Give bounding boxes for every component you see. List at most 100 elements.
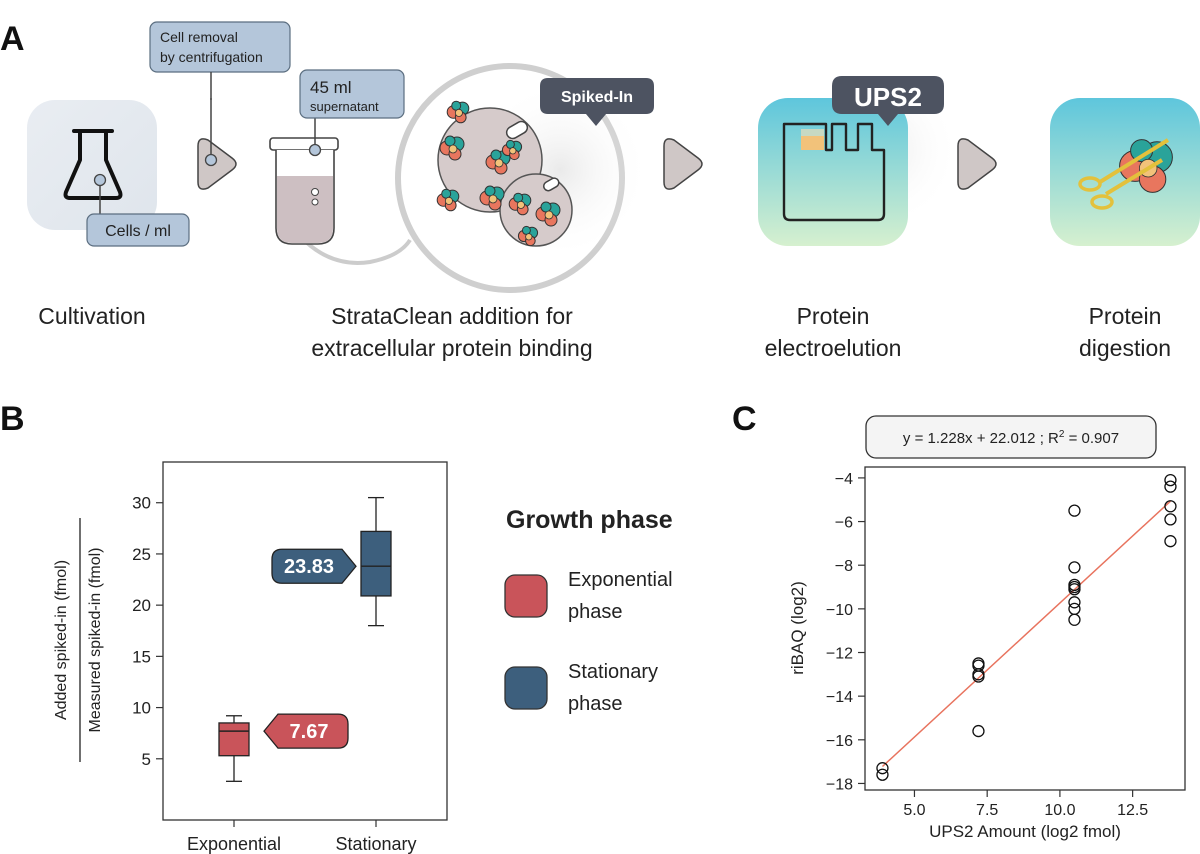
protein-cluster-icon xyxy=(517,225,539,247)
y-tick-label: −12 xyxy=(826,646,853,663)
protein-cluster-icon xyxy=(508,192,532,216)
legend-label-exponential-2: phase xyxy=(568,601,623,623)
cell-removal-line2: by centrifugation xyxy=(160,49,263,65)
panel-a-letter: A xyxy=(0,20,25,58)
step-caption-strataclean: StrataClean addition for extracellular p… xyxy=(311,303,592,361)
spiked-in-label: Spiked-In xyxy=(561,89,633,106)
y-tick-label: 25 xyxy=(132,545,151,564)
boxplot-x-axis: Exponential Stationary xyxy=(187,820,417,854)
scatter-y-label: riBAQ (log2) xyxy=(788,581,807,675)
regression-equation-box: y = 1.228x + 22.012 ; R2 = 0.907 xyxy=(865,415,1157,459)
y-tick-label: 15 xyxy=(132,647,151,666)
boxplot-frame xyxy=(162,461,448,821)
cell-removal-callout: Cell removal by centrifugation xyxy=(149,21,291,73)
ups2-label: UPS2 xyxy=(854,82,922,112)
panel-c: C y = 1.228x + 22.012 ; R2 = 0.907 −18 −1… xyxy=(732,400,1186,841)
x-tick-label: Stationary xyxy=(335,834,416,854)
data-point xyxy=(1068,561,1081,574)
protein-cluster-icon xyxy=(446,100,470,124)
svg-text:electroelution: electroelution xyxy=(765,335,902,361)
value-tag xyxy=(263,713,349,749)
protein-cluster-icon xyxy=(439,135,465,161)
fit-line xyxy=(881,500,1171,768)
scatter-points xyxy=(876,473,1177,781)
x-tick-label: Exponential xyxy=(187,834,281,854)
step-caption-cultivation: Cultivation xyxy=(38,303,145,329)
svg-text:StrataClean addition for: StrataClean addition for xyxy=(331,303,573,329)
cell-removal-line1: Cell removal xyxy=(160,29,238,45)
data-point xyxy=(1068,596,1081,609)
scissors-icon xyxy=(1078,138,1170,210)
supernatant-tube-icon xyxy=(269,118,339,245)
y-tick-label: −10 xyxy=(826,602,853,619)
value-tag xyxy=(271,548,357,584)
equation-sup: 2 xyxy=(1059,429,1065,440)
legend-label-stationary-1: Stationary xyxy=(568,661,658,683)
digestion-icon xyxy=(1050,98,1200,246)
data-point xyxy=(972,724,985,738)
svg-text:extracellular protein binding: extracellular protein binding xyxy=(311,335,592,361)
volume-label: 45 ml xyxy=(310,78,352,97)
protein-cluster-icon xyxy=(535,201,561,227)
cells-per-ml-callout: Cells / ml xyxy=(86,213,190,247)
data-point xyxy=(1068,504,1081,517)
data-point xyxy=(876,768,889,781)
y-tick-label: 30 xyxy=(132,494,151,513)
panel-b-letter: B xyxy=(0,400,25,438)
flow-arrow-2 xyxy=(663,138,703,190)
spiked-in-callout: Spiked-In xyxy=(540,78,654,126)
y-tick-label: −8 xyxy=(835,558,853,575)
scatter-y-axis: −18−16−14−12−10−8−6−4 xyxy=(826,471,865,793)
data-point xyxy=(1164,473,1177,487)
legend-label-exponential-1: Exponential xyxy=(568,569,673,591)
box-body xyxy=(218,722,250,757)
data-point xyxy=(1164,500,1177,513)
value-tag-label: 7.67 xyxy=(290,721,329,743)
volume-sublabel: supernatant xyxy=(310,99,379,114)
x-tick-label: 10.0 xyxy=(1044,802,1075,819)
boxplot-y-label: Added spiked-in (fmol) Measured spiked-i… xyxy=(53,518,104,762)
y-tick-label: 5 xyxy=(142,750,151,769)
svg-text:Protein: Protein xyxy=(797,303,870,329)
data-point xyxy=(1164,513,1177,526)
panel-c-letter: C xyxy=(732,400,757,438)
legend-title: Growth phase xyxy=(506,506,673,534)
legend-swatch-stationary xyxy=(504,666,548,710)
flow-arrow-1 xyxy=(197,138,237,190)
ups2-callout: UPS2 xyxy=(832,76,944,126)
protein-cluster-icon xyxy=(436,188,460,212)
svg-text:digestion: digestion xyxy=(1079,335,1171,361)
volume-callout: 45 ml supernatant xyxy=(299,69,405,119)
data-point xyxy=(972,670,985,683)
y-tick-label: −18 xyxy=(826,776,853,793)
data-point xyxy=(876,762,889,775)
data-point xyxy=(1068,613,1081,626)
strataclean-illustration xyxy=(395,63,650,293)
svg-text:Cultivation: Cultivation xyxy=(38,303,145,329)
data-point xyxy=(1164,480,1177,493)
scatter-fit-line xyxy=(881,500,1171,768)
box-body xyxy=(360,530,392,597)
box-exponential: 7.67 xyxy=(218,713,349,782)
equation-suffix: = 0.907 xyxy=(1064,430,1119,447)
y-tick-label: −14 xyxy=(826,689,853,706)
panel-a: A Cells / ml Cell removal by centrifugat… xyxy=(0,20,1200,361)
cultivation-icon xyxy=(27,100,157,230)
svg-text:y = 1.228x + 22.012 ; R2 = 0.9: y = 1.228x + 22.012 ; R2 = 0.907 xyxy=(903,429,1119,447)
x-tick-label: 5.0 xyxy=(903,802,925,819)
scatter-x-label: UPS2 Amount (log2 fmol) xyxy=(929,822,1121,841)
ylabel-denominator: Measured spiked-in (fmol) xyxy=(87,548,104,733)
ylabel-numerator: Added spiked-in (fmol) xyxy=(53,560,70,720)
equation-prefix: y = 1.228x + 22.012 ; R xyxy=(903,430,1059,447)
step-caption-electroelution: Protein electroelution xyxy=(765,303,902,361)
legend-label-stationary-2: phase xyxy=(568,693,623,715)
data-point xyxy=(1068,583,1081,596)
y-tick-label: −6 xyxy=(835,515,853,532)
svg-text:Protein: Protein xyxy=(1089,303,1162,329)
y-tick-label: 20 xyxy=(132,596,151,615)
legend-swatch-exponential xyxy=(504,574,548,618)
